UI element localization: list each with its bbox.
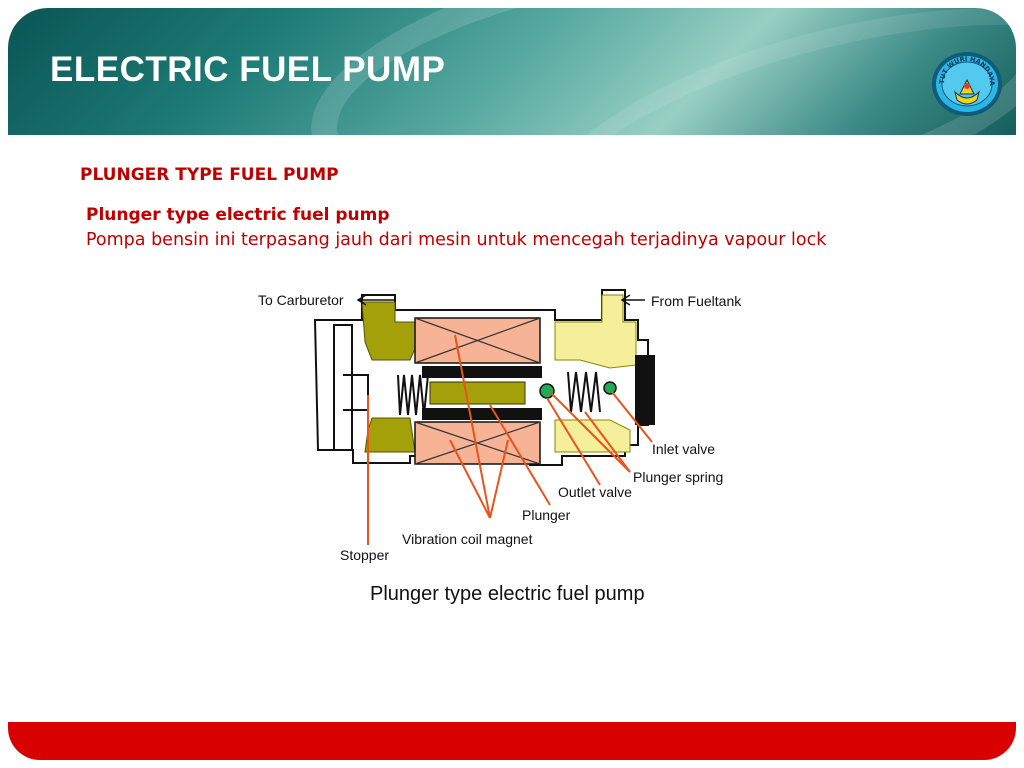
end-cap [333,324,353,451]
label-inlet-valve: Inlet valve [652,441,715,457]
leader-line-plunger [489,404,551,506]
cylinder-bottom-wall [422,408,542,420]
stopper-spring [397,374,429,416]
leader-line-coil [454,334,491,519]
leader-line-outlet-valve [546,397,601,486]
coil-cross [414,421,541,465]
description-text: Pompa bensin ini terpasang jauh dari mes… [86,230,827,250]
inlet-chamber [554,294,637,453]
fuel-pump-diagram: To Carburetor From Fueltank Inlet valve … [258,289,742,605]
plunger-body [429,381,526,405]
outlet-flow-arrow [356,294,395,306]
section-title: PLUNGER TYPE FUEL PUMP [80,165,339,185]
label-plunger-spring: Plunger spring [633,469,723,485]
tut-wuri-handayani-logo: TUT WURI HANDAYANI [930,50,1002,116]
outlet-valve [539,383,555,399]
footer-bar [8,722,1016,760]
label-vibration-coil-magnet: Vibration coil magnet [402,531,533,547]
end-cap-detail [343,374,369,411]
subheading: Plunger type electric fuel pump [86,205,390,225]
leader-line-plunger-spring [584,411,631,473]
leader-line-coil [449,439,491,519]
label-outlet-valve: Outlet valve [558,484,632,500]
page-title: ELECTRIC FUEL PUMP [50,50,446,89]
coil-cross [414,317,541,364]
label-stopper: Stopper [340,547,389,563]
leader-line-plunger-spring [549,391,631,473]
inlet-flow-arrow [620,294,645,306]
diagram-caption: Plunger type electric fuel pump [370,583,645,605]
plunger-spring-coil [567,371,601,413]
label-plunger: Plunger [522,507,571,523]
label-from-fueltank: From Fueltank [651,293,742,309]
label-to-carburetor: To Carburetor [258,292,344,308]
leader-line-inlet-valve [611,391,653,443]
inlet-end-block [635,355,655,425]
leader-line-coil [489,439,509,519]
header-banner: ELECTRIC FUEL PUMP TUT WURI HANDAYANI [8,8,1016,135]
cylinder-top-wall [422,366,542,378]
inlet-valve [603,381,617,395]
